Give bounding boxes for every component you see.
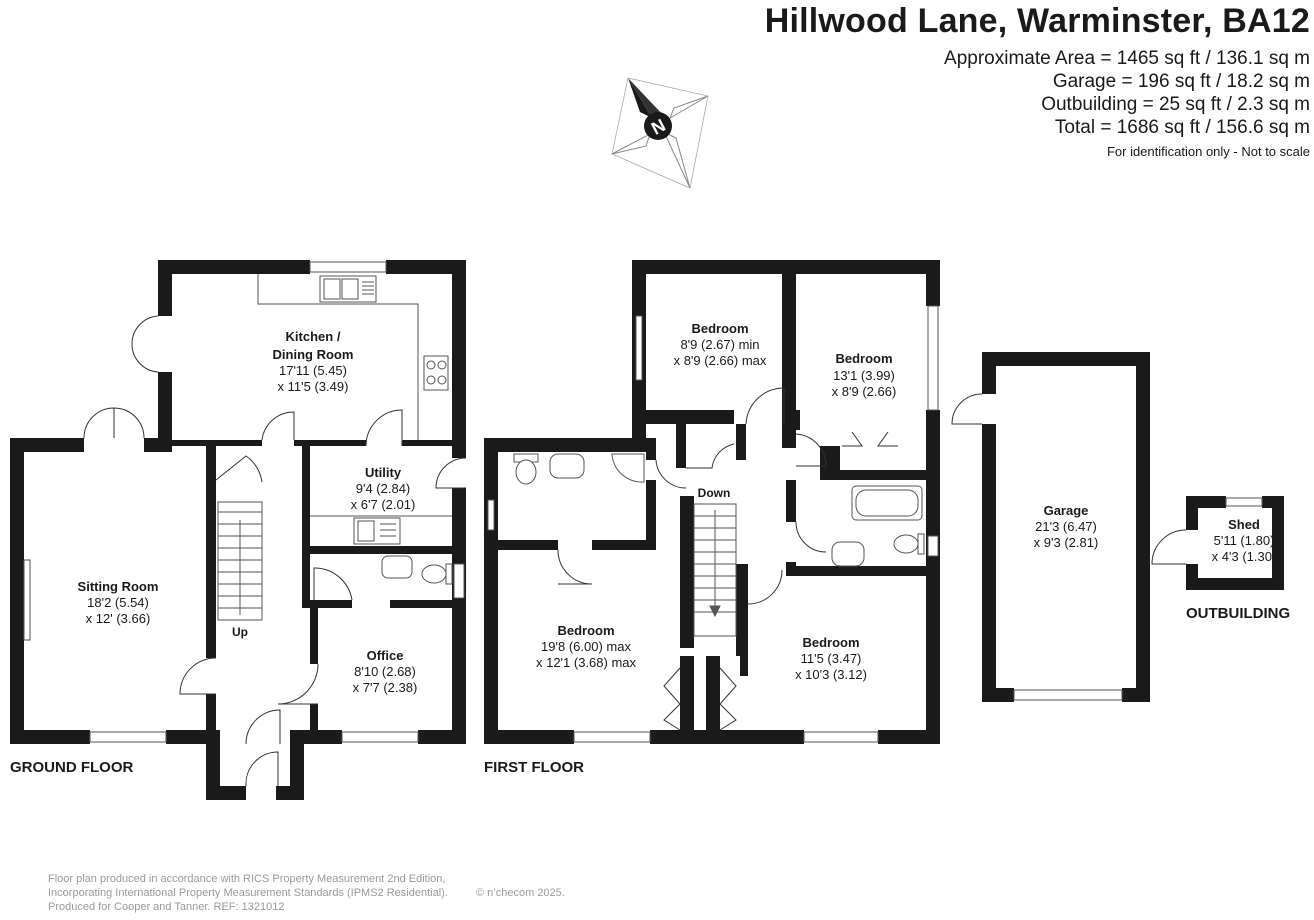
first-floor-doors	[557, 387, 898, 731]
bedroom1-name: Bedroom	[691, 321, 748, 336]
ground-floor-doors	[83, 315, 467, 787]
kitchen-dims-1: 17'11 (5.45)	[279, 363, 347, 378]
bathroom-fittings	[500, 452, 925, 567]
bedroom1-dims-2: x 8'9 (2.66) max	[674, 353, 767, 368]
sitting-dims-2: x 12' (3.66)	[86, 611, 151, 626]
garage-name: Garage	[1044, 503, 1089, 518]
scale-note: For identification only - Not to scale	[1106, 144, 1310, 159]
garage-openings	[951, 393, 1123, 701]
shed-name: Shed	[1228, 517, 1260, 532]
first-floor-walls	[484, 260, 940, 744]
kitchen-dims-2: x 11'5 (3.49)	[278, 379, 349, 394]
shed-dims-2: x 4'3 (1.30)	[1212, 549, 1277, 564]
area-outbuilding: Outbuilding = 25 sq ft / 2.3 sq m	[1041, 94, 1310, 115]
first-stairs	[693, 503, 737, 637]
plan-header: Hillwood Lane, Warminster, BA12 Approxim…	[765, 2, 1310, 159]
kitchen-name-2: Dining Room	[273, 347, 354, 362]
footer-line-3: Produced for Cooper and Tanner. REF: 132…	[48, 901, 285, 913]
footer-line-1: Floor plan produced in accordance with R…	[48, 873, 446, 885]
bedroom2-name: Bedroom	[835, 351, 892, 366]
outbuilding-label: OUTBUILDING	[1186, 605, 1290, 622]
bedroom3-dims-2: x 12'1 (3.68) max	[536, 655, 637, 670]
wc-fittings	[381, 555, 453, 585]
area-approximate: Approximate Area = 1465 sq ft / 136.1 sq…	[944, 48, 1310, 69]
area-total: Total = 1686 sq ft / 156.6 sq m	[1054, 117, 1310, 138]
shed-dims-1: 5'11 (1.80)	[1214, 533, 1275, 548]
compass-icon: N	[611, 77, 709, 189]
ground-stairs	[217, 501, 263, 621]
sitting-dims-1: 18'2 (5.54)	[87, 595, 149, 610]
area-garage: Garage = 196 sq ft / 18.2 sq m	[1052, 71, 1310, 92]
garage-dims-1: 21'3 (6.47)	[1035, 519, 1097, 534]
bedroom3-name: Bedroom	[557, 623, 614, 638]
bedroom1-dims-1: 8'9 (2.67) min	[680, 337, 759, 352]
first-floor-label: FIRST FLOOR	[484, 759, 584, 776]
utility-fittings	[310, 515, 452, 545]
ground-floor-windows	[23, 261, 465, 743]
bedroom3-dims-1: 19'8 (6.00) max	[541, 639, 631, 654]
ground-floor-label: GROUND FLOOR	[10, 759, 133, 776]
bedroom2-dims-1: 13'1 (3.99)	[833, 368, 895, 383]
kitchen-units	[257, 274, 449, 440]
bedroom4-name: Bedroom	[802, 635, 859, 650]
shed-walls	[1186, 496, 1284, 590]
bedroom2-dims-2: x 8'9 (2.66)	[832, 384, 897, 399]
footer-notes: Floor plan produced in accordance with R…	[48, 872, 565, 914]
first-floor-windows	[487, 305, 939, 743]
bedroom4-dims-1: 11'5 (3.47)	[801, 651, 862, 666]
stairs-down-label: Down	[698, 486, 731, 500]
shed-openings	[1151, 497, 1263, 565]
footer-line-2: Incorporating International Property Mea…	[48, 887, 448, 899]
property-address: Hillwood Lane, Warminster, BA12	[764, 2, 1310, 40]
ground-floor-walls	[10, 260, 466, 800]
utility-dims-1: 9'4 (2.84)	[356, 481, 411, 496]
kitchen-name-1: Kitchen /	[286, 329, 341, 344]
office-dims-1: 8'10 (2.68)	[354, 664, 416, 679]
garage-walls	[982, 352, 1150, 702]
office-dims-2: x 7'7 (2.38)	[353, 680, 418, 695]
copyright: © n’checom 2025.	[476, 887, 565, 899]
garage-dims-2: x 9'3 (2.81)	[1034, 535, 1099, 550]
office-name: Office	[367, 648, 404, 663]
utility-name: Utility	[365, 465, 402, 480]
utility-dims-2: x 6'7 (2.01)	[351, 497, 416, 512]
stairs-up-label: Up	[232, 625, 248, 639]
bedroom4-dims-2: x 10'3 (3.12)	[795, 667, 867, 682]
sitting-name: Sitting Room	[78, 579, 159, 594]
